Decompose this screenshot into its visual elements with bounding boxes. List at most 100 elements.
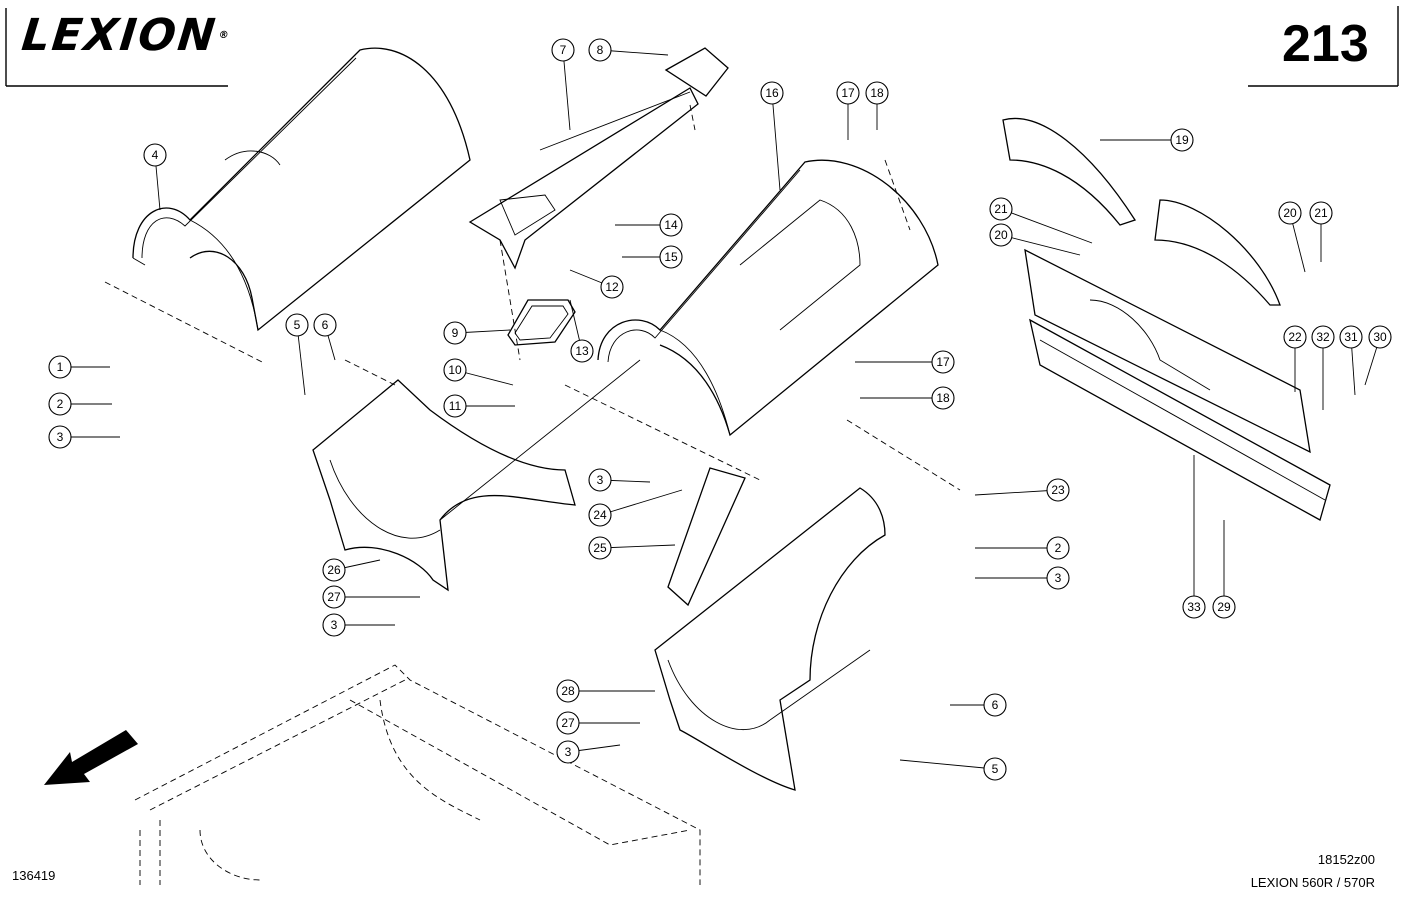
callout-leader-line: [974, 489, 1059, 496]
callout-leader-line: [562, 49, 571, 131]
callout-number: 17: [936, 355, 950, 369]
callout-number: 25: [593, 541, 607, 555]
callout-number: 6: [322, 318, 329, 332]
callout-circle: [659, 245, 683, 269]
callout-circle: [570, 339, 594, 363]
callout-14: 14: [615, 213, 683, 237]
callout-circle: [588, 536, 612, 560]
model-designation: LEXION 560R / 570R: [1250, 875, 1375, 890]
callout-3: 3: [48, 425, 120, 449]
callout-circle: [836, 81, 860, 105]
callout-number: 11: [449, 399, 462, 413]
callout-number: 15: [664, 250, 678, 264]
callout-number: 6: [992, 698, 999, 712]
callout-number: 3: [331, 618, 338, 632]
callout-circle: [143, 143, 167, 167]
callout-circle: [551, 38, 575, 62]
callout-4: 4: [143, 143, 167, 211]
callout-number: 10: [448, 363, 462, 377]
callout-leader-line: [899, 759, 996, 770]
callout-leader-line: [599, 544, 676, 549]
callout-number: 1: [57, 360, 64, 374]
callout-number: 12: [605, 280, 619, 294]
direction-arrow-icon: [44, 730, 138, 785]
callout-18: 18: [865, 81, 889, 130]
callout-circle: [322, 558, 346, 582]
callout-circle: [931, 350, 955, 374]
callout-number: 31: [1344, 330, 1358, 344]
callout-number: 3: [597, 473, 604, 487]
callout-number: 5: [294, 318, 301, 332]
callout-number: 14: [664, 218, 678, 232]
callout-number: 26: [327, 563, 341, 577]
callout-circle: [322, 585, 346, 609]
callout-25: 25: [588, 536, 676, 560]
plate-part-22: [1024, 248, 1311, 454]
callout-number: 16: [765, 86, 779, 100]
callout-circle: [443, 358, 467, 382]
callout-circle: [1368, 325, 1392, 349]
callout-circle: [443, 321, 467, 345]
callout-circle: [1278, 201, 1302, 225]
cover-part-16: [597, 159, 939, 437]
callout-number: 2: [1055, 541, 1062, 555]
callout-19: 19: [1100, 128, 1194, 152]
callout-number: 2: [57, 397, 64, 411]
callout-3: 3: [588, 468, 651, 492]
callout-23: 23: [974, 478, 1070, 502]
top-plate-part-7: [468, 87, 699, 270]
callout-circle: [322, 613, 346, 637]
assembly-lines: [104, 104, 961, 491]
callout-number: 33: [1187, 600, 1201, 614]
callout-6: 6: [313, 313, 337, 361]
callout-3: 3: [556, 740, 621, 764]
seal-ring-part-9: [507, 299, 576, 346]
callout-6: 6: [950, 693, 1007, 717]
callout-30: 30: [1364, 325, 1392, 386]
callout-circle: [1283, 325, 1307, 349]
callout-9: 9: [443, 321, 511, 345]
trough-part-28: [654, 487, 886, 791]
curved-plate-part-19b: [1154, 199, 1281, 306]
page-number: 213: [1282, 15, 1369, 73]
callout-number: 19: [1175, 133, 1189, 147]
callout-number: 28: [561, 684, 575, 698]
callout-circle: [48, 355, 72, 379]
document-id: 136419: [12, 868, 56, 883]
callout-leader-line: [599, 489, 683, 516]
callout-number: 21: [994, 202, 1008, 216]
callout-number: 3: [565, 745, 572, 759]
callout-11: 11: [443, 394, 515, 418]
callout-circle: [1170, 128, 1194, 152]
callout-number: 4: [152, 148, 159, 162]
chassis-frame: [134, 664, 701, 885]
callout-circle: [1339, 325, 1363, 349]
curved-plate-part-19a: [1002, 117, 1136, 226]
callout-circle: [1212, 595, 1236, 619]
callout-number: 30: [1373, 330, 1387, 344]
beam-part-33: [1029, 318, 1331, 521]
callout-leader-line: [1000, 234, 1081, 256]
callout-circle: [989, 197, 1013, 221]
callout-number: 23: [1051, 483, 1065, 497]
callout-16: 16: [760, 81, 784, 191]
callout-27: 27: [556, 711, 640, 735]
callout-circle: [1311, 325, 1335, 349]
callout-circle: [588, 503, 612, 527]
callout-number: 3: [57, 430, 64, 444]
callout-17: 17: [855, 350, 955, 374]
callout-circle: [48, 392, 72, 416]
callout-number: 18: [870, 86, 884, 100]
callout-circle: [556, 711, 580, 735]
callout-number: 21: [1314, 206, 1328, 220]
callout-21: 21: [1309, 201, 1333, 262]
callout-20: 20: [1278, 201, 1306, 273]
callout-28: 28: [556, 679, 655, 703]
callout-circle: [989, 223, 1013, 247]
callout-7: 7: [551, 38, 575, 131]
callout-circle: [556, 740, 580, 764]
callout-circle: [556, 679, 580, 703]
callout-number: 22: [1288, 330, 1302, 344]
callout-circle: [588, 468, 612, 492]
